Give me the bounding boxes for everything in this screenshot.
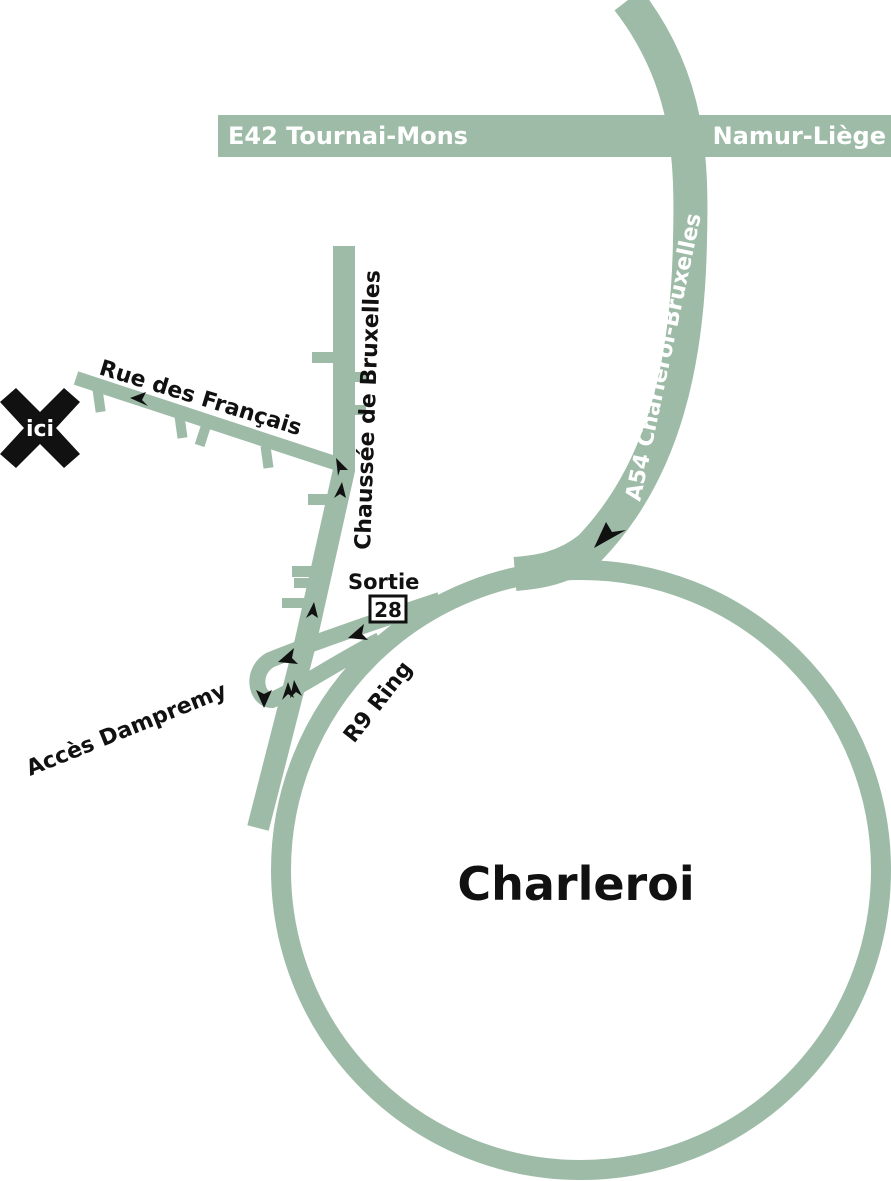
arrow-chaussee-3 <box>336 458 348 476</box>
r9-ring <box>271 560 891 1180</box>
exit-28-slip-road <box>249 592 443 709</box>
rue-des-francais-road <box>73 371 347 473</box>
access-label: Accès Dampremy <box>23 678 230 781</box>
arrow-access-up-2 <box>290 680 302 698</box>
chaussee-label: Chaussée de Bruxelles <box>351 270 386 551</box>
arrow-access-down <box>256 690 272 708</box>
arrow-slip-west <box>278 648 298 664</box>
city-name: Charleroi <box>457 857 694 911</box>
arrow-a54-southbound <box>594 522 626 548</box>
arrow-chaussee-1 <box>306 602 318 618</box>
e42-east-label: Namur-Liège <box>713 122 886 150</box>
e42-motorway <box>218 115 891 157</box>
arrow-exit-slip <box>348 624 368 640</box>
arrow-rue-west <box>130 392 148 406</box>
rue-des-francais-side-streets <box>92 387 274 469</box>
x-marker-icon <box>0 388 80 468</box>
exit-number: 28 <box>374 598 402 622</box>
a54-motorway <box>513 0 708 591</box>
exit-number-badge: 28 <box>368 594 408 624</box>
arrow-chaussee-2 <box>334 482 346 498</box>
destination-label: ici <box>26 417 54 442</box>
chaussee-de-bruxelles-road <box>247 246 355 831</box>
route-direction-arrows <box>130 392 626 708</box>
destination-marker: ici <box>0 388 80 468</box>
chaussee-side-streets <box>282 352 366 608</box>
e42-west-label: E42 Tournai-Mons <box>228 122 468 150</box>
exit-label: Sortie <box>348 570 419 594</box>
